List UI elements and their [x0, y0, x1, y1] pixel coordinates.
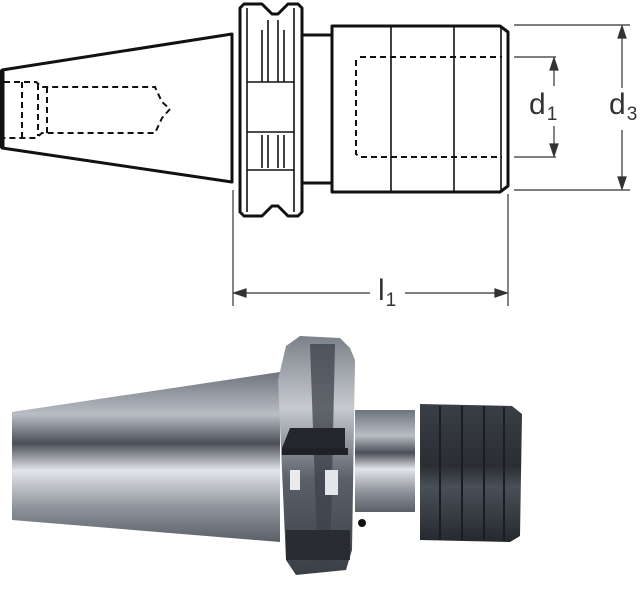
tool-holder-render — [12, 336, 522, 575]
photo-neck — [355, 410, 415, 512]
dimension-label-d3: d3 — [609, 88, 638, 125]
dimension-label-d1: d1 — [529, 88, 558, 125]
d3-symbol: d — [609, 88, 626, 121]
technical-drawing: d1 d3 l1 — [0, 2, 638, 311]
l1-subscript: 1 — [385, 290, 397, 311]
dimension-label-l1: l1 — [378, 274, 397, 311]
flange — [238, 2, 304, 218]
photo-nut — [420, 404, 522, 542]
hidden-bore-nut — [355, 56, 502, 158]
product-photo — [0, 320, 640, 585]
holder-outline-drawing — [0, 2, 630, 306]
nut-body — [330, 24, 510, 194]
d3-subscript: 3 — [626, 104, 638, 125]
photo-set-screw — [358, 519, 366, 527]
taper-cone — [0, 32, 234, 184]
d1-subscript: 1 — [546, 104, 558, 125]
d1-symbol: d — [529, 88, 546, 121]
l1-symbol: l — [378, 274, 385, 307]
hidden-bore-taper — [4, 81, 172, 139]
photo-taper — [12, 372, 280, 542]
neck — [302, 26, 334, 192]
